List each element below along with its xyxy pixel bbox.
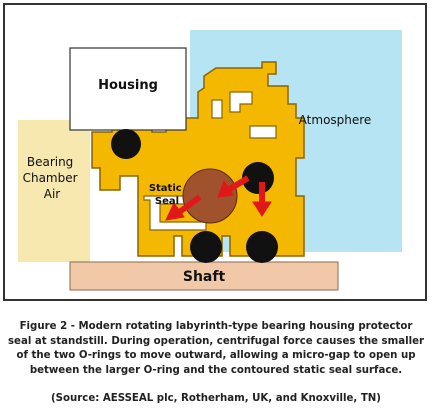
seal-body: [91, 61, 305, 257]
bearing-chamber-label: Bearing Chamber Air: [23, 155, 82, 201]
static-seal-label: Static Seal: [149, 183, 185, 207]
oring-housing: [111, 129, 141, 159]
atmosphere-label: Atmosphere: [299, 113, 372, 127]
shaft-label: Shaft: [183, 269, 226, 285]
arrow-down-head: [252, 201, 272, 217]
force-arrows: [165, 175, 272, 221]
bearing-chamber-zone: [18, 120, 90, 262]
caption-line: of the two O-rings to move outward, allo…: [16, 350, 416, 361]
caption-line: between the larger O-ring and the contou…: [29, 364, 403, 376]
shaft: [69, 261, 339, 291]
arrow-upper-diagonal: [226, 175, 250, 193]
labyrinth-grooves: [143, 91, 277, 231]
oring-shaft-right: [246, 231, 278, 263]
arrow-left-down-head: [165, 202, 185, 221]
arrow-left-down: [176, 194, 202, 216]
oring-shaft-left: [190, 231, 222, 263]
arrow-upper-diagonal-head: [217, 179, 234, 198]
oring-small-static: [242, 162, 274, 194]
caption-line: Figure 2 - Modern rotating labyrinth-typ…: [19, 321, 413, 332]
figure-source: (Source: AESSEAL plc, Rotherham, UK, and…: [51, 393, 381, 404]
figure-caption: Figure 2 - Modern rotating labyrinth-typ…: [6, 320, 426, 378]
caption-line: seal at standstill. During operation, ce…: [7, 335, 425, 347]
housing-label: Housing: [98, 78, 158, 93]
seal-diagram: Housing Atmosphere Bearing Chamber Air S…: [18, 30, 402, 291]
